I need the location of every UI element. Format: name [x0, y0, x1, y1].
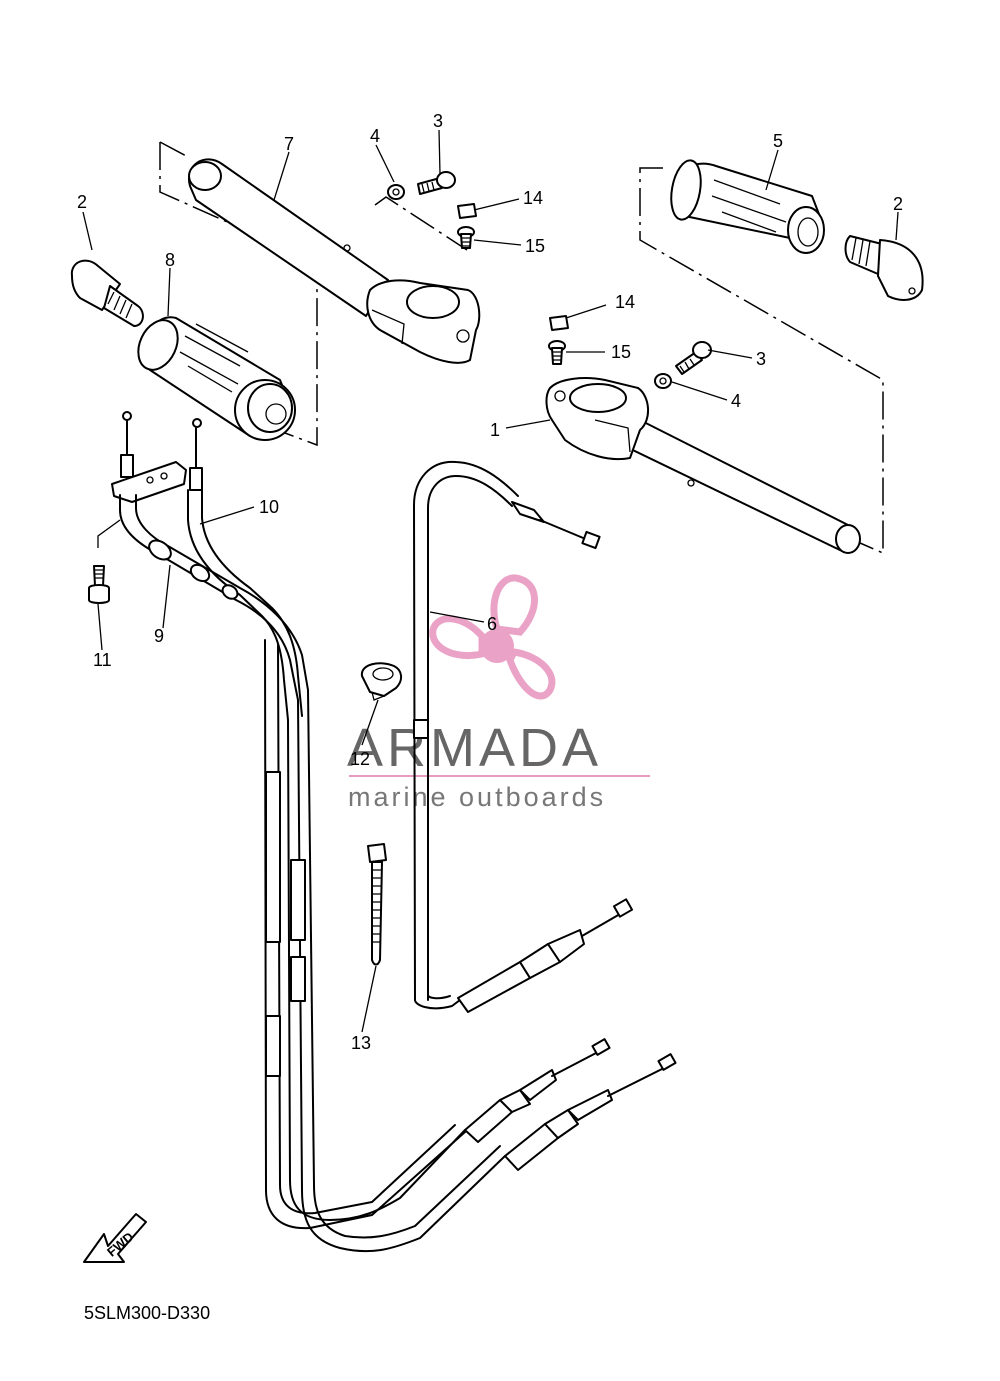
clutch-cable — [413, 460, 634, 1013]
right-grip — [670, 159, 825, 254]
callout-14-top: 14 — [523, 188, 543, 208]
callout-6: 6 — [487, 614, 497, 634]
bolt-group-outline — [374, 196, 468, 251]
cable-clamp — [360, 662, 402, 701]
assembly-outline-right — [639, 167, 884, 555]
right-handlebar — [545, 377, 861, 554]
callout-5: 5 — [773, 131, 783, 151]
callout-1: 1 — [490, 420, 500, 440]
callout-9: 9 — [154, 626, 164, 646]
callout-2-right: 2 — [893, 194, 903, 214]
bolt-left — [417, 171, 456, 195]
cable-tie — [367, 843, 387, 966]
left-handlebar — [187, 158, 481, 364]
callout-15-top: 15 — [525, 236, 545, 256]
callout-2-left: 2 — [77, 192, 87, 212]
callout-3-top: 3 — [433, 111, 443, 131]
watermark-tagline: marine outboards — [348, 782, 606, 812]
leader-lines — [82, 129, 899, 1033]
forward-arrow-icon: FWD — [83, 1213, 147, 1263]
screw-left — [457, 226, 475, 249]
nut-right — [549, 315, 569, 331]
callout-4-top: 4 — [370, 126, 380, 146]
callout-4-right: 4 — [731, 391, 741, 411]
screw-right — [548, 340, 566, 365]
callout-11: 11 — [93, 650, 112, 670]
left-bar-end — [70, 259, 144, 327]
callout-3-right: 3 — [756, 349, 766, 369]
left-grip — [137, 316, 296, 441]
callout-12: 12 — [350, 749, 370, 769]
washer-left — [387, 184, 405, 200]
callout-15-right: 15 — [611, 342, 631, 362]
callout-13: 13 — [351, 1033, 371, 1053]
diagram-code: 5SLM300-D330 — [84, 1303, 210, 1323]
bolt-11 — [88, 519, 121, 604]
callout-10: 10 — [259, 497, 279, 517]
armada-logo-icon — [429, 574, 556, 700]
right-bar-end — [844, 235, 924, 301]
callout-14-right: 14 — [615, 292, 635, 312]
watermark-brand: ARMADA — [347, 718, 602, 778]
washer-right — [654, 373, 672, 389]
callout-8: 8 — [165, 250, 175, 270]
callout-labels: 2 2 7 4 3 14 15 5 8 14 15 3 4 1 10 6 9 1… — [77, 111, 903, 1053]
nut-left — [457, 203, 477, 219]
callout-7: 7 — [284, 134, 294, 154]
throttle-cables — [111, 411, 677, 1253]
bolt-right — [675, 341, 712, 375]
